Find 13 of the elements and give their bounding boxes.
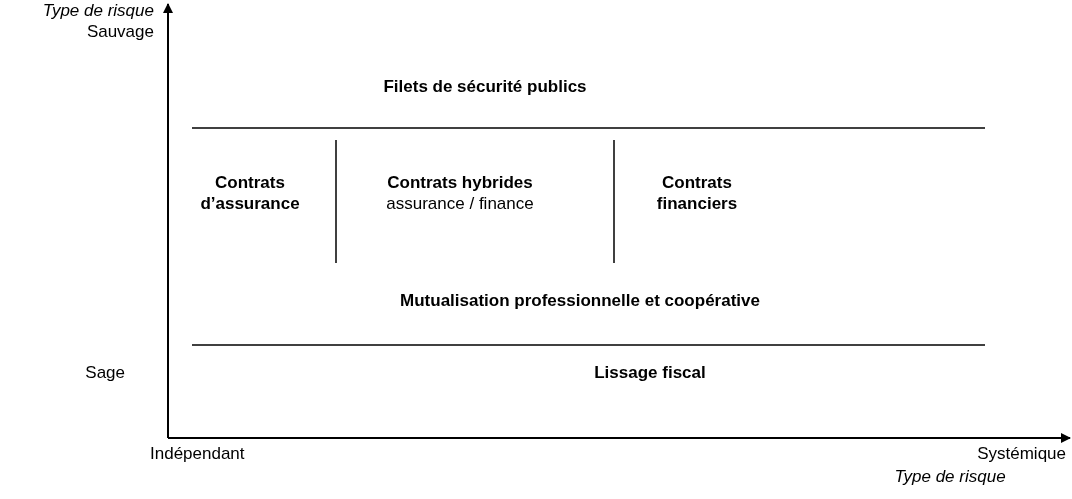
category-label: Filets de sécurité publics [382,76,588,97]
category-label: Contrats hybrides [386,172,534,193]
axis-title: Type de risque [41,0,154,21]
subcategory-label: assurance / finance [385,193,535,214]
axis-value-label: Systémique [976,443,1066,464]
axis-value-label: Indépendant [150,443,246,464]
category-label: Mutualisation professionnelle et coopérative [399,290,761,311]
category-label: Lissage fiscal [593,362,707,383]
axis-value-label: Sauvage [85,21,154,42]
axis-value-label: Sage [84,362,125,383]
category-label: Contrats financiers [655,172,739,214]
axis-title: Type de risque [893,466,1007,487]
category-label: Contrats d’assurance [199,172,301,214]
